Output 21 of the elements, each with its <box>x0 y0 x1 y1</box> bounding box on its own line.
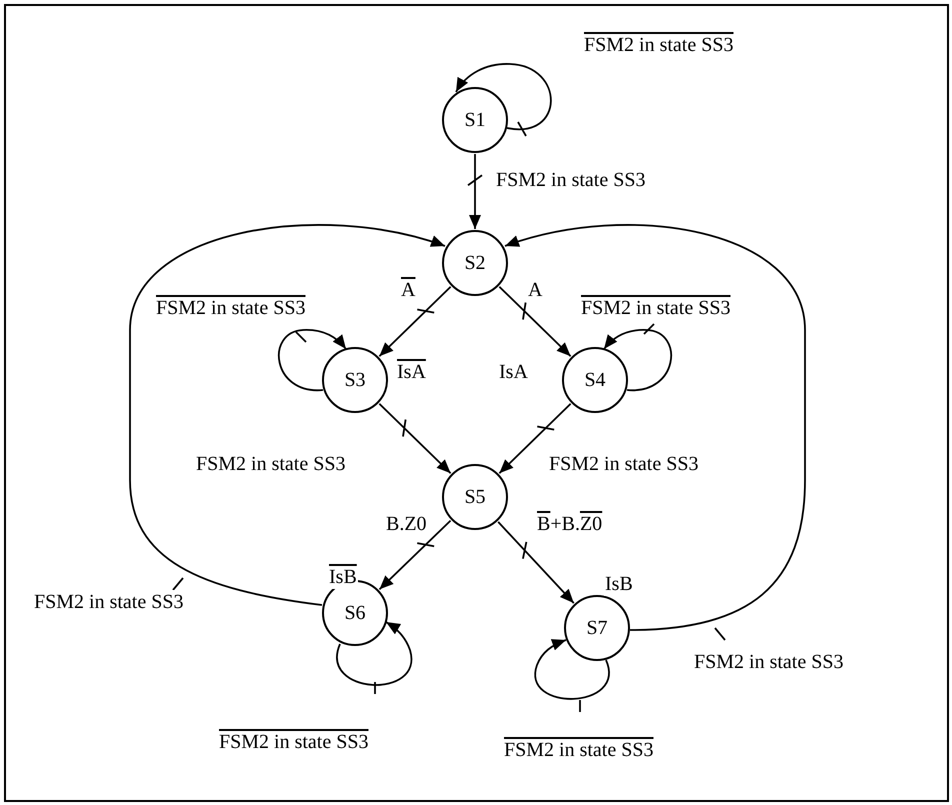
transition-arrow <box>378 402 452 474</box>
state-name: S1 <box>464 110 486 130</box>
transition-arrow <box>336 621 412 695</box>
transition-arrow <box>129 224 446 606</box>
state-name: S4 <box>584 370 606 390</box>
state-name: S2 <box>464 253 486 273</box>
state-name: S3 <box>344 370 366 390</box>
transition-arrow <box>603 323 672 391</box>
transition-arrow <box>378 286 452 358</box>
state-name: S5 <box>464 487 486 507</box>
transition-arrow <box>498 402 572 474</box>
transition-arrow <box>455 63 552 137</box>
state-name: S7 <box>586 618 608 638</box>
transition-arrow <box>467 153 483 230</box>
state-name: S6 <box>344 603 366 623</box>
transition-arrow <box>498 286 572 358</box>
state-output-label: IsB <box>328 565 358 589</box>
transition-arrow <box>497 520 575 604</box>
transition-arrow <box>378 520 452 590</box>
transition-arrow <box>534 639 610 713</box>
transition-arrow <box>278 329 347 391</box>
